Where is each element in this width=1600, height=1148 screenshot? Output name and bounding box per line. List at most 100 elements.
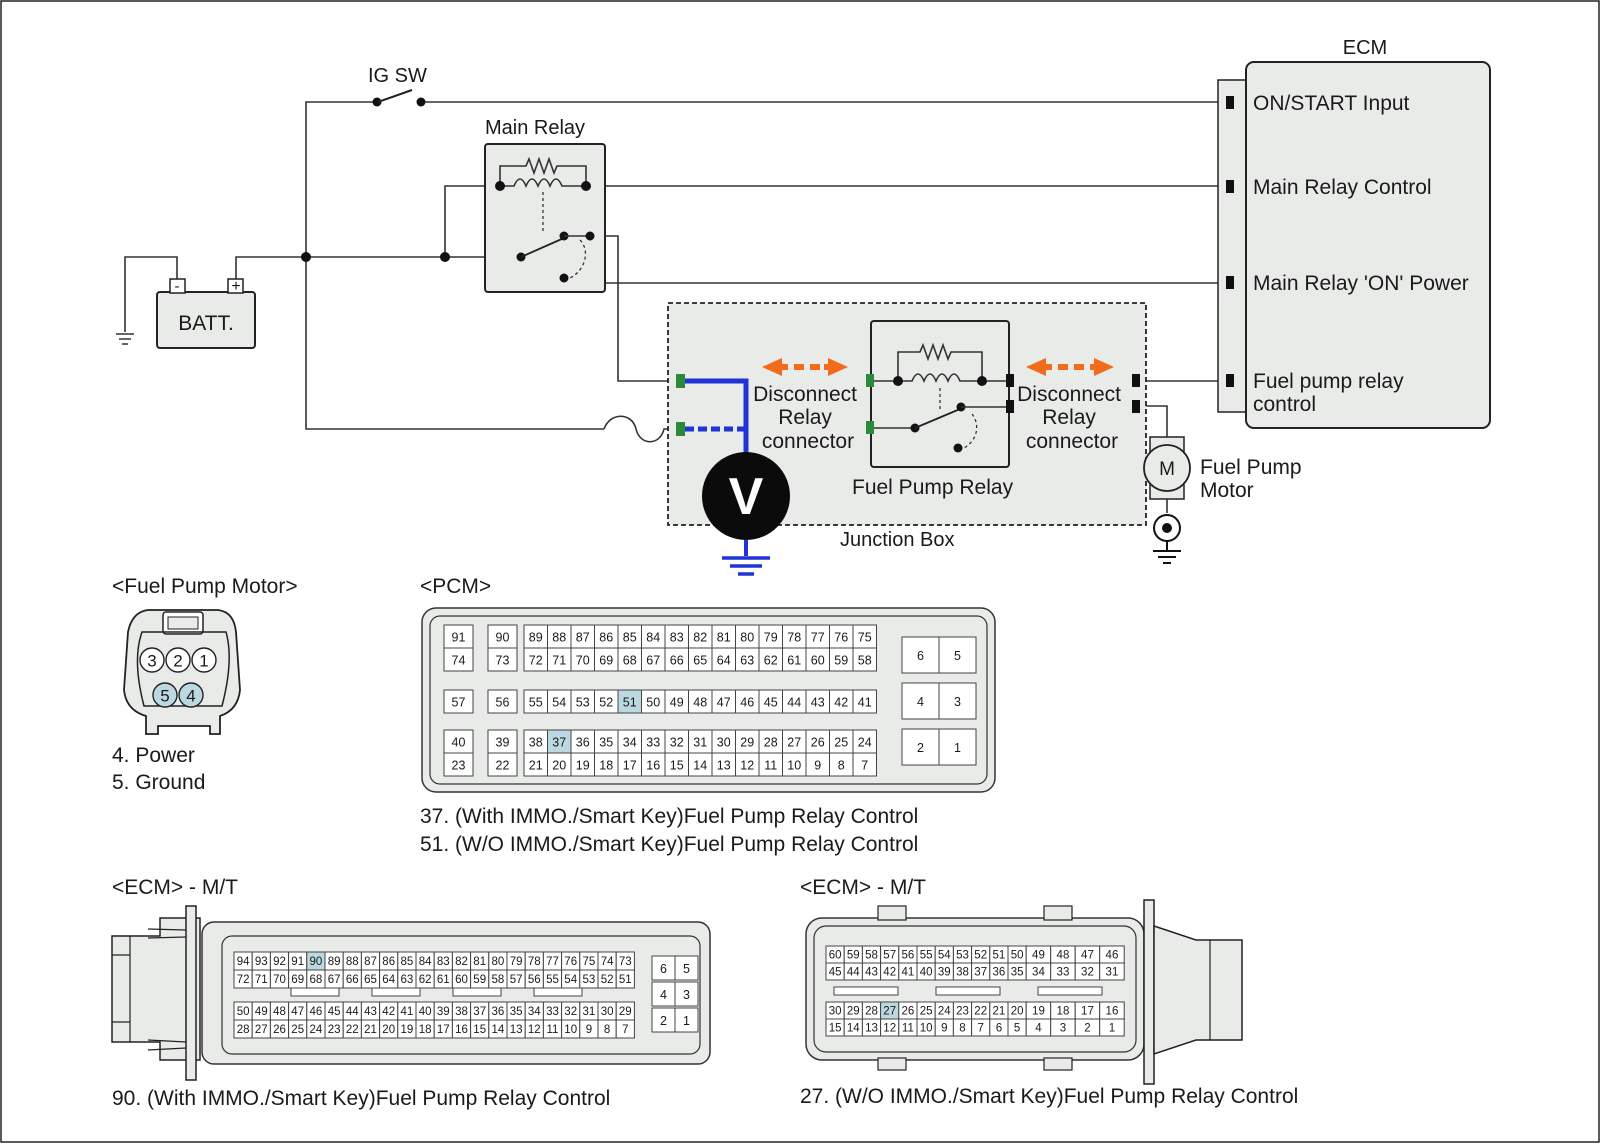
svg-text:56: 56 [496, 696, 510, 710]
svg-text:66: 66 [346, 974, 359, 986]
connector-pin: 55 [523, 689, 548, 714]
connector-pin: 88 [547, 624, 572, 649]
pcm-legend: 37. (With IMMO./Smart Key)Fuel Pump Rela… [420, 805, 924, 856]
connector-pin: 37 [470, 1001, 490, 1021]
svg-text:25: 25 [920, 1006, 933, 1018]
connector-pin: 48 [688, 689, 713, 714]
connector-pin: 82 [688, 624, 713, 649]
connector-pin: 11 [758, 752, 783, 777]
connector-pin: 5 [1007, 1018, 1027, 1037]
svg-text:49: 49 [1032, 950, 1045, 962]
svg-text:31: 31 [1106, 967, 1119, 979]
connector-pin: 6 [651, 955, 676, 981]
connector-pin: 38 [451, 1001, 472, 1021]
connector-pin: 50 [233, 1001, 253, 1021]
svg-text:9: 9 [941, 1023, 947, 1035]
connector-pin: 45 [758, 689, 783, 714]
svg-text:30: 30 [717, 736, 731, 750]
connector-pin: 65 [688, 647, 713, 672]
svg-text:92: 92 [273, 956, 286, 968]
connector-pin: 36 [989, 962, 1009, 981]
svg-text:22: 22 [496, 759, 510, 773]
svg-text:68: 68 [623, 654, 637, 668]
svg-text:37: 37 [552, 736, 566, 750]
connector-pin: 79 [758, 624, 783, 649]
connector-pin: 10 [782, 752, 807, 777]
connector-pin: 20 [547, 752, 572, 777]
svg-text:10: 10 [787, 759, 801, 773]
svg-text:81: 81 [473, 956, 486, 968]
motor-icon [1143, 444, 1191, 492]
svg-text:7: 7 [977, 1023, 983, 1035]
svg-text:15: 15 [473, 1024, 486, 1036]
svg-text:16: 16 [1106, 1006, 1119, 1018]
connector-pin: 33 [641, 729, 666, 754]
connector-pin: 33 [542, 1001, 563, 1021]
svg-text:87: 87 [364, 956, 377, 968]
connector-pin: 21 [523, 752, 548, 777]
connector-pin: 66 [342, 969, 362, 989]
svg-text:24: 24 [938, 1006, 951, 1018]
svg-text:32: 32 [564, 1006, 577, 1018]
connector-pin: 43 [861, 962, 882, 981]
connector-pin: 30 [711, 729, 736, 754]
svg-text:61: 61 [787, 654, 801, 668]
svg-text:51: 51 [993, 950, 1006, 962]
connector-pin: 44 [342, 1001, 362, 1021]
connector-pin: 45 [324, 1001, 344, 1021]
latch-slot [290, 987, 340, 997]
connector-pin: 21 [360, 1019, 381, 1039]
connector-pin: 27 [782, 729, 807, 754]
svg-text:2: 2 [660, 1014, 667, 1028]
svg-text:70: 70 [273, 974, 286, 986]
svg-text:75: 75 [583, 956, 596, 968]
connector-pin: 8 [952, 1018, 973, 1037]
connector-pin: 83 [433, 951, 453, 971]
connector-pin: 46 [306, 1001, 326, 1021]
svg-text:44: 44 [787, 696, 801, 710]
svg-text:47: 47 [1081, 950, 1094, 962]
svg-text:24: 24 [858, 736, 872, 750]
connector-pin: 34 [524, 1001, 544, 1021]
connector-pin: 64 [379, 969, 399, 989]
connector-pin: 46 [1099, 945, 1125, 964]
connector-pin: 35 [1007, 962, 1027, 981]
svg-text:68: 68 [310, 974, 323, 986]
svg-text:7: 7 [622, 1024, 628, 1036]
connector-pin: 13 [861, 1018, 882, 1037]
connector-pin: 28 [233, 1019, 253, 1039]
svg-text:53: 53 [576, 696, 590, 710]
svg-text:74: 74 [601, 956, 614, 968]
svg-text:52: 52 [974, 950, 987, 962]
svg-text:30: 30 [601, 1006, 614, 1018]
svg-text:17: 17 [623, 759, 637, 773]
connector-pin: 50 [641, 689, 666, 714]
svg-text:55: 55 [529, 696, 543, 710]
connector-pin: 19 [570, 752, 595, 777]
connector-pin: 58 [852, 647, 877, 672]
connector-pin: 18 [415, 1019, 435, 1039]
connector-pin: 76 [829, 624, 854, 649]
connector-pin: 4 [901, 682, 940, 720]
svg-text:81: 81 [717, 631, 731, 645]
svg-text:72: 72 [237, 974, 250, 986]
ecm-left-title: <ECM> - M/T [112, 876, 238, 899]
svg-text:47: 47 [717, 696, 731, 710]
disconnect-label-right: Disconnect Relay connector [1017, 383, 1127, 453]
svg-text:59: 59 [847, 950, 860, 962]
svg-text:25: 25 [291, 1024, 304, 1036]
svg-text:20: 20 [382, 1024, 395, 1036]
svg-text:18: 18 [1057, 1006, 1070, 1018]
svg-text:4: 4 [186, 687, 195, 706]
svg-text:53: 53 [583, 974, 596, 986]
connector-pin: 44 [843, 962, 863, 981]
svg-text:3: 3 [147, 652, 156, 671]
svg-text:17: 17 [1081, 1006, 1094, 1018]
svg-text:56: 56 [528, 974, 541, 986]
connector-pin: 7 [852, 752, 877, 777]
connector-pin: 47 [288, 1001, 308, 1021]
svg-text:2: 2 [1084, 1023, 1090, 1035]
connector-pin: 61 [782, 647, 807, 672]
svg-text:72: 72 [529, 654, 543, 668]
